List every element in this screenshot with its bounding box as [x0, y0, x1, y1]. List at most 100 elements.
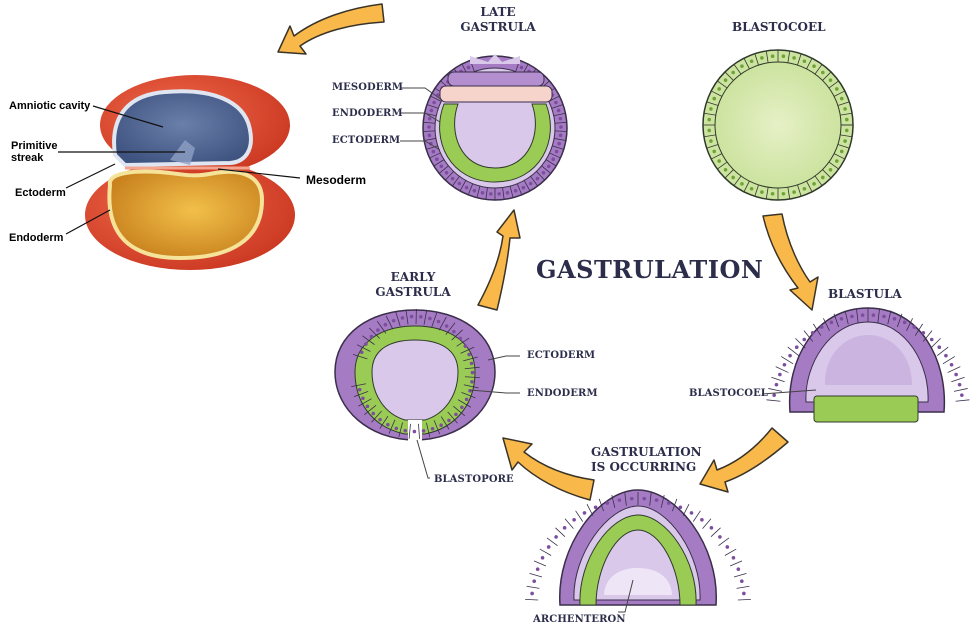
early-ectoderm-cell-wall [433, 420, 441, 435]
early-ectoderm-label: ECTODERM [527, 350, 596, 361]
gastrulation-occurring-cell-nucleus [642, 496, 647, 501]
late-ectoderm-cell-wall [429, 152, 441, 159]
gastrulation-occurring-cell-wall [649, 492, 652, 506]
early-ectoderm-cell-wall [408, 423, 411, 439]
blastocoel-cell-wall [743, 57, 750, 70]
late-ectoderm-cell-nucleus [554, 149, 559, 154]
late-ectoderm-cell-nucleus [439, 164, 444, 169]
late-gastrula-title-line1: LATE [480, 5, 516, 19]
late-ectoderm-cell-wall [523, 180, 531, 192]
late-ectoderm-cell-wall [509, 185, 514, 198]
gastrulation-occurring-title-line1: GASTRULATION [591, 445, 702, 459]
late-ectoderm-cell-nucleus [513, 188, 518, 193]
early-ectoderm-cell-wall [358, 398, 372, 407]
blastocoel-cell-nucleus [709, 107, 713, 111]
blastula-cell-wall [775, 366, 789, 373]
gastrulation-occurring-cell-wall [529, 572, 543, 578]
amniotic-cavity-label: Amniotic cavity [9, 100, 91, 112]
late-ectoderm-cell-wall [452, 176, 460, 187]
early-ectoderm-cell-nucleus [458, 336, 462, 341]
arrow-blastula-to-gastrulation [699, 427, 789, 493]
archenteron-label: ARCHENTERON [533, 614, 626, 625]
gastrulation-occurring-cell-nucleus [700, 517, 704, 522]
primitive-streak-label: Primitive streak [11, 140, 57, 164]
early-ectoderm-cell-wall [351, 383, 367, 388]
gastrulation-occurring-cell-wall [564, 518, 574, 529]
embryo-mesoderm-label: Mesoderm [306, 173, 367, 187]
early-ectoderm-cell-nucleus [447, 418, 451, 423]
late-ectoderm-cell-nucleus [431, 149, 436, 154]
early-ectoderm-cell-wall [460, 346, 475, 354]
early-ectoderm-cell-wall [457, 399, 472, 408]
gastrulation-occurring-cell-wall [736, 585, 750, 589]
blastula [766, 307, 970, 423]
blastula-cell-nucleus [944, 353, 948, 358]
early-ectoderm-cell-nucleus [359, 350, 364, 355]
blastocoel-cell-nucleus [792, 56, 796, 60]
late-ectoderm-cell-nucleus [427, 125, 431, 129]
blastula-cell-wall [922, 330, 933, 342]
gastrulation-occurring-cell-wall [733, 572, 747, 578]
blastocoel-cell-nucleus [760, 56, 764, 60]
blastocoel-cell-wall [743, 180, 750, 193]
blastocoel-cell-nucleus [723, 78, 728, 82]
blastocoel-cell-nucleus [821, 175, 825, 180]
late-ectoderm-cell-nucleus [535, 176, 540, 181]
late-ectoderm-cell-nucleus [556, 108, 561, 113]
late-ectoderm-cell-wall [476, 185, 481, 198]
late-ectoderm-cell-nucleus [558, 133, 563, 138]
early-ectoderm-cell-nucleus [357, 387, 362, 392]
blastula-cell-nucleus [957, 382, 962, 387]
blastula-leader [761, 389, 817, 395]
blastocoel-cell-nucleus [717, 87, 721, 91]
early-ectoderm-cell-nucleus [470, 370, 475, 375]
blastocoel-cell-wall [797, 184, 802, 197]
blastocoel-cell-nucleus [731, 70, 735, 75]
blastocoel-cell-nucleus [740, 182, 744, 186]
gastrulation-occurring-cell-nucleus [709, 526, 714, 530]
blastula-cell-nucleus [949, 362, 954, 367]
late-ectoderm-cell-wall [423, 130, 436, 132]
early-ectoderm-cell-wall [405, 309, 409, 325]
blastocoel-cell-nucleus [781, 54, 786, 59]
blastocoel-cell-nucleus [712, 96, 717, 101]
gastrulation-occurring-cell-nucleus [617, 498, 622, 502]
blastocoel-cell-wall [814, 175, 823, 186]
blastocoel-cell-wall [733, 175, 742, 186]
blastocoel-cell-nucleus [835, 87, 839, 91]
late-ectoderm-cell-wall [502, 187, 505, 200]
gastrulation-occurring-cell-wall [611, 494, 616, 508]
early-ectoderm-cell-nucleus [378, 417, 382, 422]
blastula-title: BLASTULA [828, 287, 902, 301]
blastocoel-cell-wall [787, 187, 791, 200]
late-ectoderm-label: ECTODERM [332, 135, 401, 146]
blastocoel-cell-nucleus [844, 117, 849, 122]
late-ectoderm-cell-nucleus [559, 125, 563, 129]
blastocoel-cell-wall [710, 90, 723, 97]
late-ectoderm-cell-nucleus [432, 100, 436, 105]
blastocoel-cell-nucleus [835, 159, 839, 163]
late-ectoderm-cell-wall [536, 171, 545, 181]
early-ectoderm-cell-nucleus [460, 405, 464, 410]
blastocoel-cell-nucleus [821, 70, 825, 75]
gastrulation-occurring-cell-nucleus [736, 567, 741, 572]
blastocoel-cell-nucleus [749, 59, 754, 64]
blastula-cell-wall [953, 388, 968, 392]
blastula-cell-nucleus [921, 331, 926, 335]
early-ectoderm-cell-nucleus [371, 411, 376, 416]
late-ectoderm-cell-nucleus [557, 141, 561, 146]
blastula-cell-wall [844, 310, 849, 325]
gastrulation-occurring-cell-wall [660, 494, 665, 508]
blastula-cell-nucleus [782, 362, 787, 367]
late-gastrula-title-line2: GASTRULA [460, 20, 536, 34]
gastrulation-occurring-cell-wall [710, 527, 721, 537]
early-ectoderm-cell-nucleus [391, 318, 396, 323]
early-ectoderm-cell-wall [453, 405, 466, 417]
late-ectoderm-cell-nucleus [497, 192, 501, 196]
early-ectoderm-cell-wall [364, 405, 377, 416]
early-ectoderm-cell-nucleus [369, 334, 374, 339]
gastrulation-occurring-cell-wall [555, 527, 566, 537]
arrow-to-embryo [277, 3, 385, 55]
blastula-cell-wall [823, 318, 830, 332]
embryo-ectoderm-label: Ectoderm [15, 187, 66, 199]
